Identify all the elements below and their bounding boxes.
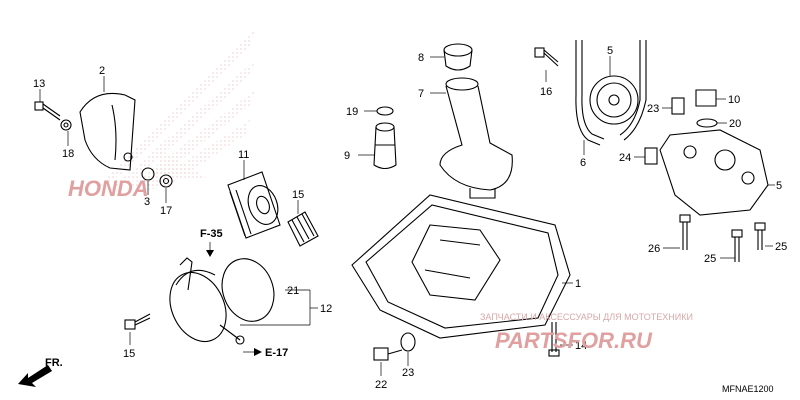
label-8: 8	[418, 52, 424, 64]
label-26: 26	[648, 243, 660, 255]
label-5b: 5	[776, 180, 782, 192]
part-10-strainer	[373, 122, 397, 170]
part-7-filler-pipe	[439, 77, 513, 199]
label-18: 17	[160, 205, 172, 217]
label-5: 5	[607, 45, 613, 57]
label-23: 23	[402, 367, 414, 379]
part-24-dowel-a	[671, 97, 685, 115]
label-17: 16	[540, 86, 552, 98]
part-12-oil-cooler	[169, 257, 245, 345]
ref-e17: E-17	[265, 347, 288, 359]
part-26-bolt	[679, 214, 691, 250]
ref-f35-arrow: F-35	[200, 228, 223, 257]
label-3: 3	[144, 196, 150, 208]
label-24a: 23	[647, 103, 659, 115]
label-12: 12	[320, 303, 332, 315]
part-25-bolt-a	[731, 229, 743, 262]
part-9-collar	[695, 89, 717, 107]
part-8-cap	[443, 43, 473, 71]
part-21-gasket	[221, 258, 275, 322]
label-21: 21	[287, 285, 299, 297]
part-15-bolt	[124, 313, 151, 330]
ref-f35: F-35	[200, 228, 223, 240]
label-20a: 19	[346, 106, 358, 118]
leader-lines	[39, 56, 775, 376]
part-number-labels: 2 13 18 3 17 11 15 21 12 15 8 7 19 9 16 …	[33, 45, 787, 391]
label-20b: 20	[729, 118, 741, 130]
label-7: 7	[418, 88, 424, 100]
label-13: 13	[33, 78, 45, 90]
part-6-chain	[575, 40, 647, 146]
oil-pump-assembly	[659, 129, 769, 216]
part-11-oil-filter	[227, 171, 281, 239]
shop-tagline-watermark: ЗАПЧАСТИ И АКСЕССУАРЫ ДЛЯ МОТОТЕХНИКИ	[480, 312, 693, 322]
front-direction-arrow: FR.	[18, 357, 63, 387]
label-14: 14	[575, 340, 587, 352]
label-15: 15	[123, 348, 135, 360]
label-16: 15	[292, 189, 304, 201]
part-18-washer	[159, 174, 173, 188]
front-label: FR.	[45, 357, 63, 369]
label-2: 2	[99, 65, 105, 77]
ref-e17-arrow: E-17	[243, 347, 288, 359]
part-13-bolt	[34, 101, 61, 121]
label-24b: 24	[619, 152, 631, 164]
diagram-code: MFNAE1200	[722, 384, 774, 394]
part-2-cover	[79, 92, 136, 171]
part-5-sprocket	[589, 75, 639, 125]
part-20b-o-ring	[696, 118, 718, 128]
honda-wing-watermark: HONDA	[68, 30, 255, 201]
label-10: 9	[344, 150, 350, 162]
label-19: 18	[62, 148, 74, 160]
label-9: 10	[728, 94, 740, 106]
shop-name-watermark: PARTSFOR.RU	[495, 328, 653, 353]
part-24-dowel-b	[644, 147, 658, 165]
part-25-bolt-b	[754, 222, 766, 250]
label-11: 11	[238, 149, 249, 161]
label-22: 22	[375, 379, 387, 391]
honda-wordmark: HONDA	[68, 176, 149, 201]
part-14-bolt	[548, 322, 560, 357]
part-20-o-ring	[376, 106, 394, 116]
label-25a: 25	[704, 253, 716, 265]
label-25b: 25	[775, 241, 787, 253]
part-23-washer	[400, 332, 416, 352]
part-16-joint	[287, 211, 319, 247]
part-19-washer	[60, 119, 72, 131]
part-17-bolt	[534, 47, 559, 67]
label-1: 1	[575, 278, 581, 290]
part-3-collar	[141, 167, 155, 181]
label-6: 6	[580, 157, 586, 169]
part-1-oil-pan	[351, 194, 571, 339]
part-22-drain-bolt	[373, 347, 403, 361]
